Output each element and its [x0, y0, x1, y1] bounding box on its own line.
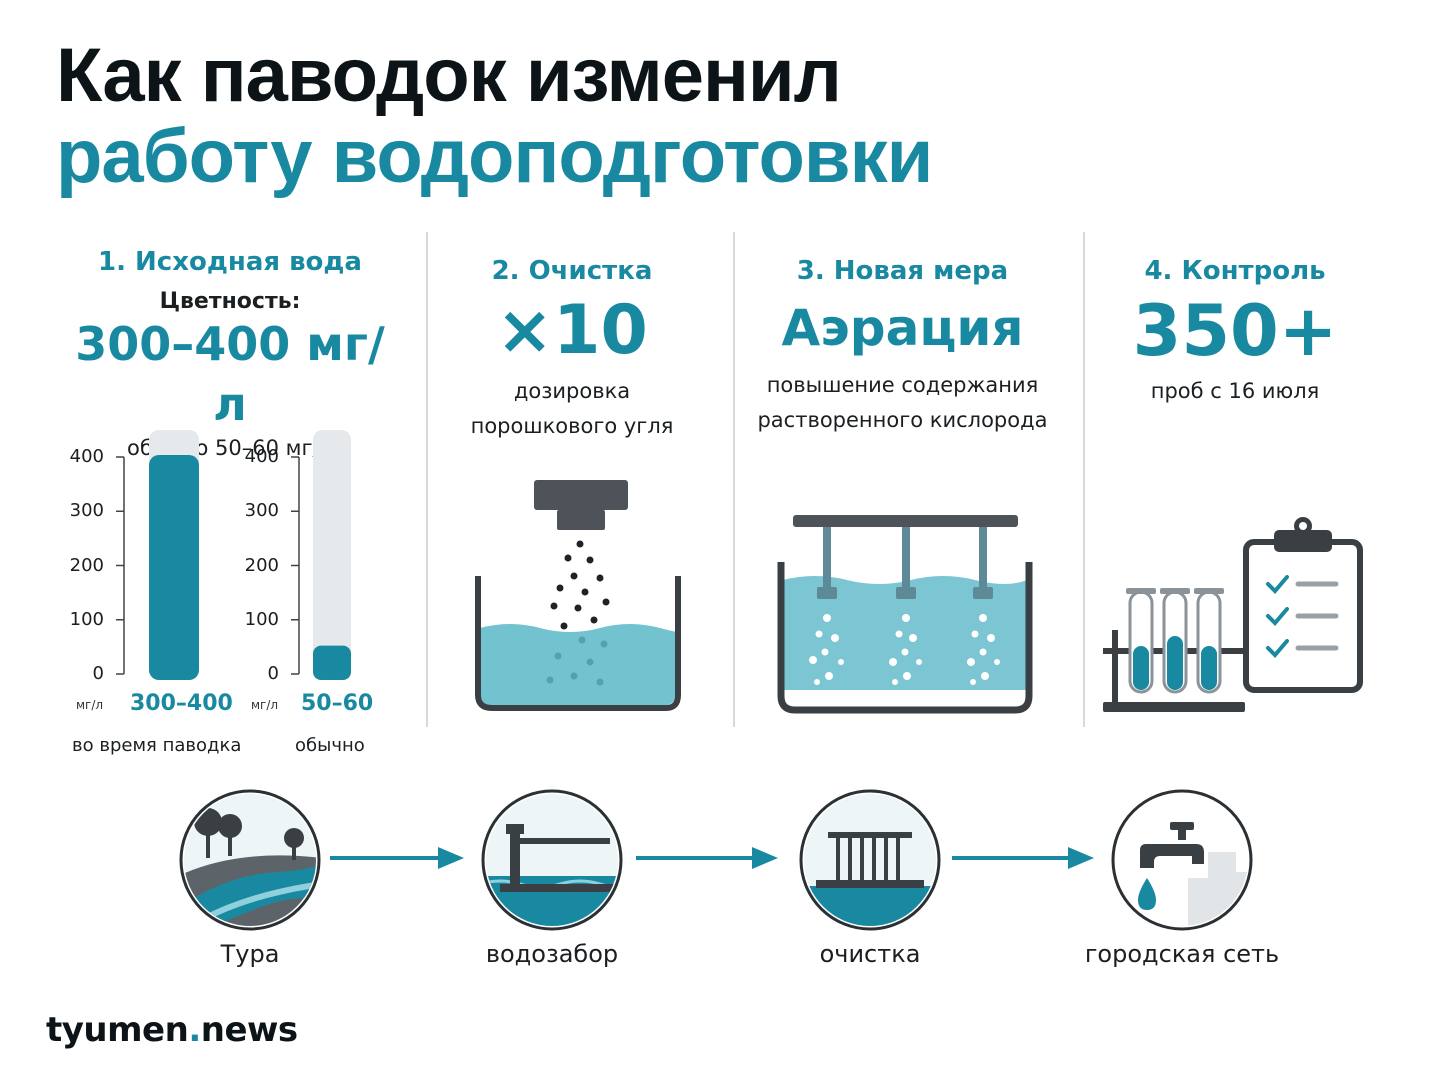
column-new-measure: 3. Новая мера Аэрация повышение содержан…	[740, 254, 1065, 438]
chart-normal-svg	[291, 430, 351, 680]
col2-desc-2: порошкового угля	[470, 414, 674, 438]
carbon-dosing-illustration	[475, 480, 681, 711]
chart-flood-svg	[116, 430, 199, 680]
column-cleaning: 2. Очистка ×10 дозировка порошкового угл…	[432, 254, 712, 444]
col1-label: Цветность:	[159, 289, 301, 314]
col3-desc-2: растворенного кислорода	[757, 408, 1048, 432]
col3-desc-1: повышение содержания	[766, 373, 1039, 397]
axis-tick-label: 0	[267, 663, 279, 684]
title-line-1: Как паводок изменил	[56, 33, 842, 118]
flow-arrow-3	[952, 847, 1094, 869]
lab-control-illustration	[1103, 517, 1363, 712]
col1-value: 300–400 мг/л	[75, 317, 385, 431]
col2-heading: 2. Очистка	[491, 256, 653, 286]
bar-normal	[313, 645, 351, 680]
col3-big: Аэрация	[781, 299, 1024, 357]
brand-logo: tyumen.news	[46, 1010, 298, 1050]
col4-desc-1: проб с 16 июля	[1150, 379, 1320, 403]
axis-tick-label: 200	[69, 554, 104, 576]
bar-unit-flood: мг/л	[76, 698, 104, 712]
aeration-illustration	[777, 515, 1033, 714]
flow-label-cleaning: очистка	[819, 940, 921, 968]
col2-big: ×10	[496, 291, 648, 370]
axis-tick-label: 200	[244, 554, 279, 576]
bar-track-normal	[313, 430, 351, 680]
col4-big: 350+	[1132, 290, 1338, 372]
axis-tick-label: 100	[244, 608, 279, 630]
flow-label-intake: водозабор	[485, 940, 619, 968]
bar-flood	[149, 455, 199, 680]
page-title: Как паводок изменил работу водоподготовк…	[56, 33, 933, 199]
flow-label-city-network: городская сеть	[1084, 940, 1280, 968]
column-divider-3	[1083, 232, 1085, 727]
flow-arrow-2	[636, 847, 778, 869]
column-divider-2	[733, 232, 735, 727]
logo-main: tyumen	[46, 1010, 189, 1050]
bar-value-normal: 50–60	[301, 691, 374, 716]
bar-unit-normal: мг/л	[251, 698, 279, 712]
column-control: 4. Контроль 350+ проб с 16 июля	[1100, 254, 1370, 409]
axis-tick-label: 300	[244, 500, 279, 522]
flow-river-icon	[179, 789, 321, 931]
col4-heading: 4. Контроль	[1144, 256, 1326, 286]
axis-tick-label: 400	[69, 446, 104, 467]
axis-tick-label: 100	[69, 608, 104, 630]
bar-caption-normal: обычно	[295, 735, 365, 756]
flow-intake-icon	[481, 789, 623, 931]
flow-label-tura: Тура	[220, 940, 280, 968]
column-divider-1	[426, 232, 428, 727]
flow-city-tap-icon	[1111, 789, 1253, 931]
flow-cleaning-icon	[799, 789, 941, 931]
bar-caption-flood: во время паводка	[72, 735, 242, 756]
col3-heading: 3. Новая мера	[796, 256, 1009, 286]
col1-heading: 1. Исходная вода	[98, 247, 362, 277]
axis-tick-label: 300	[69, 500, 104, 522]
bar-value-flood: 300–400	[130, 691, 233, 716]
logo-tail: news	[200, 1010, 298, 1050]
title-line-2: работу водоподготовки	[56, 114, 933, 199]
bar-chart-normal: 400 300 200 100 0 мг/л 50–60 обычно	[235, 430, 415, 760]
logo-dot: .	[188, 1010, 201, 1050]
bar-chart-flood: 400 300 200 100 0 мг/л 300–400 во время паво…	[60, 430, 242, 760]
axis-tick-label: 400	[244, 446, 279, 467]
col2-desc-1: дозировка	[513, 379, 631, 403]
axis-tick-label: 0	[92, 663, 104, 684]
flow-arrow-1	[330, 847, 464, 869]
